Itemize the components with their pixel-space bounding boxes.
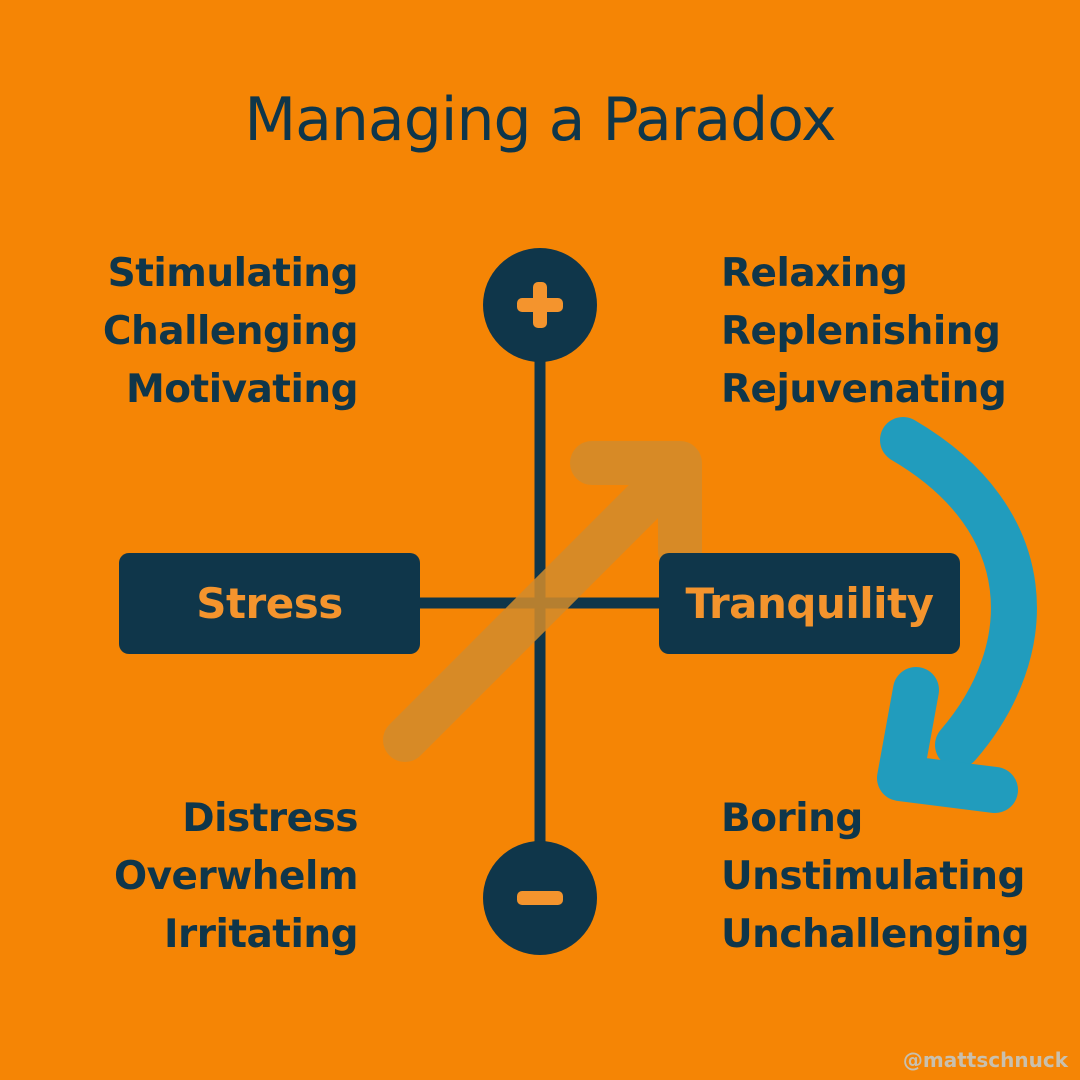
quadrant-top-left: Stimulating Challenging Motivating [102, 245, 359, 419]
quadrant-word: Motivating [125, 367, 359, 412]
tranquility-label-box: Tranquility [659, 553, 960, 654]
quadrant-word: Replenishing [721, 309, 1001, 354]
quadrant-word: Distress [182, 796, 358, 841]
quadrant-bottom-right: Boring Unstimulating Unchallenging [721, 790, 1030, 964]
curved-arrow-icon [877, 417, 1037, 813]
quadrant-word: Boring [721, 796, 863, 841]
tranquility-label: Tranquility [685, 579, 934, 628]
page-title: Managing a Paradox [244, 85, 836, 155]
author-credit: @mattschnuck [902, 1048, 1068, 1072]
quadrant-word: Rejuvenating [721, 367, 1007, 412]
plus-icon [517, 282, 563, 328]
minus-icon [517, 891, 563, 905]
quadrant-word: Challenging [102, 309, 359, 354]
quadrant-word: Unstimulating [721, 854, 1025, 899]
quadrant-word: Stimulating [107, 251, 359, 296]
diagonal-arrow-icon [383, 441, 702, 762]
quadrant-top-right: Relaxing Replenishing Rejuvenating [721, 245, 1007, 419]
quadrant-word: Overwhelm [113, 854, 359, 899]
quadrant-bottom-left: Distress Overwhelm Irritating [113, 790, 359, 964]
quadrant-word: Relaxing [721, 251, 908, 296]
quadrant-word: Irritating [164, 912, 359, 957]
quadrant-word: Unchallenging [721, 912, 1030, 957]
stress-label: Stress [196, 579, 343, 628]
stress-label-box: Stress [119, 553, 420, 654]
